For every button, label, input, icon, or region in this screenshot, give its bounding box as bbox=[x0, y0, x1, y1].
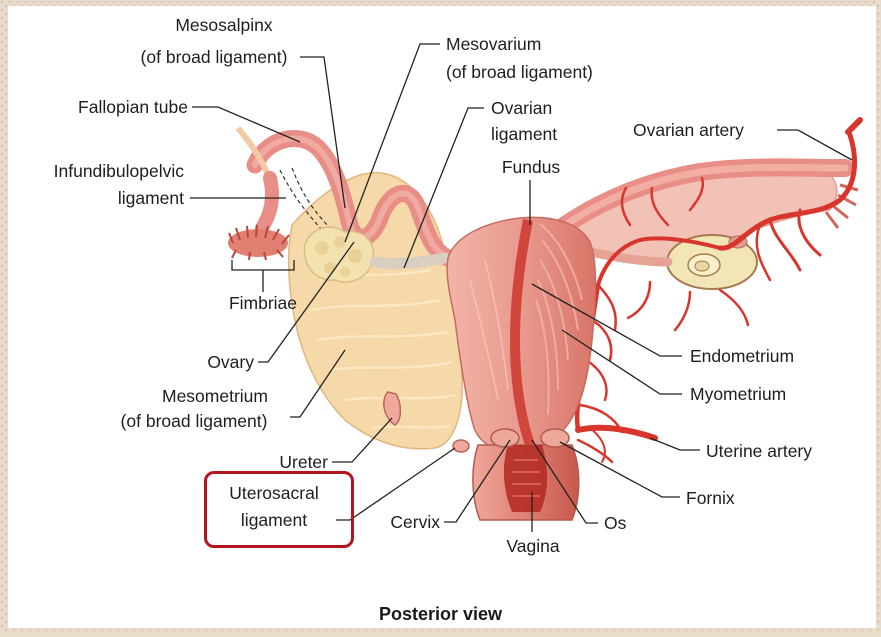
label-fimbriae: Fimbriae bbox=[218, 292, 308, 314]
cervix-lip-left bbox=[491, 429, 519, 447]
label-ovarian-ligament-1: Ovarian bbox=[491, 97, 552, 119]
cervical-canal bbox=[504, 445, 547, 512]
figure-caption: Posterior view bbox=[0, 604, 881, 625]
label-mesovarium-sub: (of broad ligament) bbox=[446, 61, 593, 83]
label-cervix: Cervix bbox=[360, 511, 440, 533]
label-fundus: Fundus bbox=[486, 156, 576, 178]
label-myometrium: Myometrium bbox=[690, 383, 786, 405]
label-ovary: Ovary bbox=[160, 351, 254, 373]
label-vagina: Vagina bbox=[488, 535, 578, 557]
label-mesometrium-sub: (of broad ligament) bbox=[100, 410, 288, 432]
label-fornix: Fornix bbox=[686, 487, 735, 509]
uterosacral-ligament-end bbox=[453, 440, 469, 452]
label-mesovarium: Mesovarium bbox=[446, 33, 541, 55]
label-uterine-artery: Uterine artery bbox=[706, 440, 812, 462]
ovary-right bbox=[667, 235, 757, 289]
label-mesometrium: Mesometrium bbox=[130, 385, 300, 407]
label-fallopian-tube: Fallopian tube bbox=[20, 96, 188, 118]
ovarian-ligament-left bbox=[375, 258, 445, 264]
label-ovarian-ligament-2: ligament bbox=[491, 123, 557, 145]
ovary-left bbox=[305, 227, 374, 282]
label-ovarian-artery: Ovarian artery bbox=[633, 119, 744, 141]
label-endometrium: Endometrium bbox=[690, 345, 794, 367]
label-mesosalpinx-sub: (of broad ligament) bbox=[129, 46, 299, 68]
label-os: Os bbox=[604, 512, 626, 534]
label-ureter: Ureter bbox=[230, 451, 328, 473]
label-mesosalpinx: Mesosalpinx bbox=[154, 14, 294, 36]
label-infundibulopelvic-2: ligament bbox=[14, 187, 184, 209]
highlight-box-uterosacral bbox=[204, 471, 354, 548]
label-infundibulopelvic-1: Infundibulopelvic bbox=[14, 160, 184, 182]
